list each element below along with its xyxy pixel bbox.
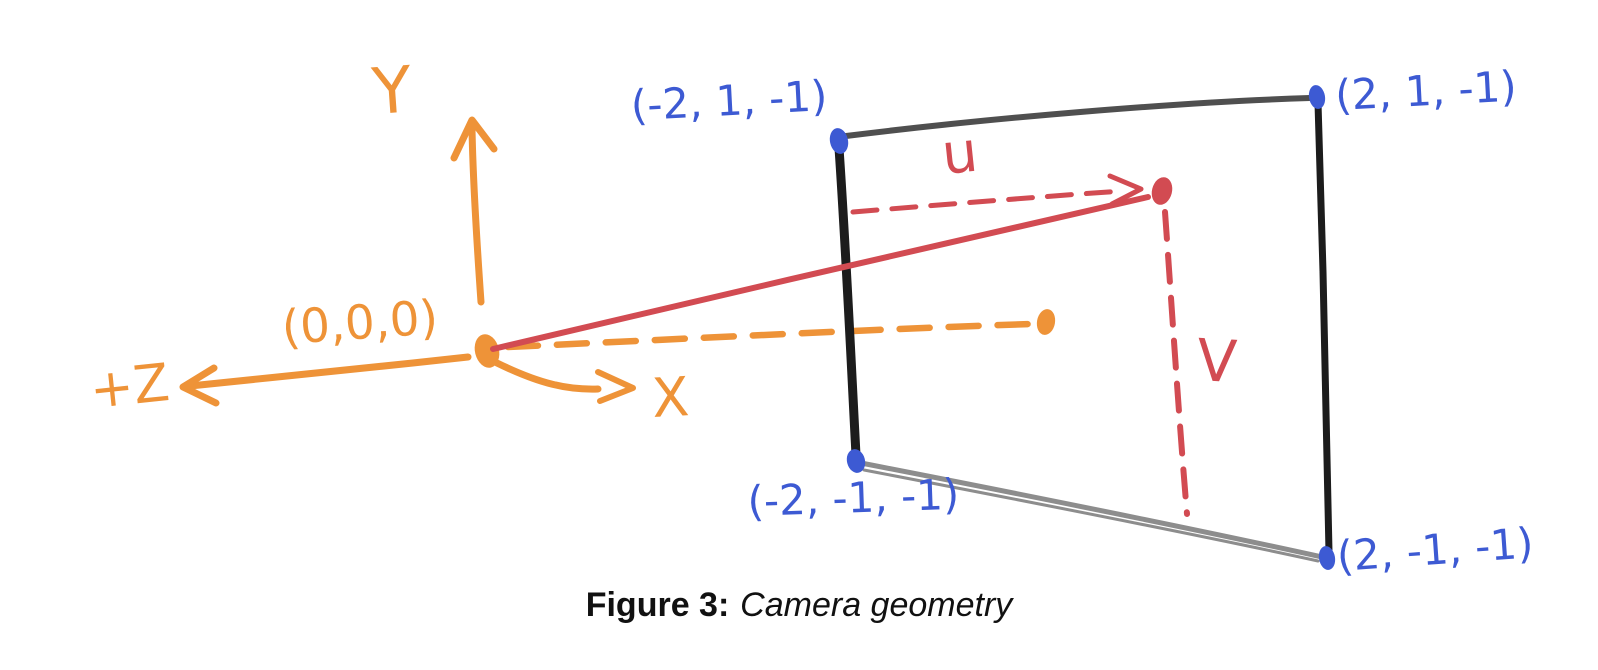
corner-label-bottom-right: (2, -1, -1) xyxy=(1335,518,1535,581)
viewport-group: (-2, 1, -1) (2, 1, -1) (-2, -1, -1) (2, … xyxy=(630,62,1535,581)
u-dashed-line xyxy=(850,188,1125,215)
figure-caption-number: Figure 3: xyxy=(585,586,730,624)
u-label: u xyxy=(939,120,981,188)
figure-caption-text: Camera geometry xyxy=(740,586,1013,624)
corner-label-top-left: (-2, 1, -1) xyxy=(630,71,829,130)
viewport-bottom-edge-sketch-stroke xyxy=(862,468,1320,563)
center-dashed-line xyxy=(504,320,1034,351)
viewport-center-point xyxy=(1036,309,1056,335)
x-axis-label: X xyxy=(650,365,690,430)
corner-point-top-right xyxy=(1308,85,1326,109)
corner-point-bottom-left xyxy=(846,449,866,473)
origin-point xyxy=(474,334,500,368)
z-axis-arrowhead-icon xyxy=(179,364,220,407)
corner-label-top-right: (2, 1, -1) xyxy=(1334,62,1518,120)
viewport-left-edge xyxy=(834,143,861,460)
x-axis-line xyxy=(493,359,602,393)
ray-group: u V xyxy=(490,120,1239,517)
viewport-right-edge xyxy=(1314,99,1333,556)
axes-group: Y +Z X (0,0,0) xyxy=(87,53,1056,430)
z-axis-label: +Z xyxy=(87,353,172,421)
ray-line xyxy=(490,194,1151,352)
sample-point xyxy=(1151,177,1173,205)
y-axis-label: Y xyxy=(369,53,415,130)
v-dashed-line xyxy=(1162,209,1190,517)
corner-point-bottom-right xyxy=(1318,546,1336,570)
corner-point-top-left xyxy=(829,128,849,154)
u-arrowhead-icon xyxy=(1107,173,1144,207)
origin-label: (0,0,0) xyxy=(280,290,440,356)
y-axis-arrowhead-icon xyxy=(450,116,498,162)
x-axis-arrowhead-icon xyxy=(595,369,636,404)
y-axis-line xyxy=(468,124,485,306)
v-label: V xyxy=(1195,326,1239,396)
corner-label-bottom-left: (-2, -1, -1) xyxy=(747,470,960,526)
z-axis-line xyxy=(186,353,472,390)
viewport-bottom-edge xyxy=(858,460,1325,560)
figure-caption: Figure 3: Camera geometry xyxy=(0,586,1598,625)
viewport-top-edge xyxy=(843,95,1313,139)
